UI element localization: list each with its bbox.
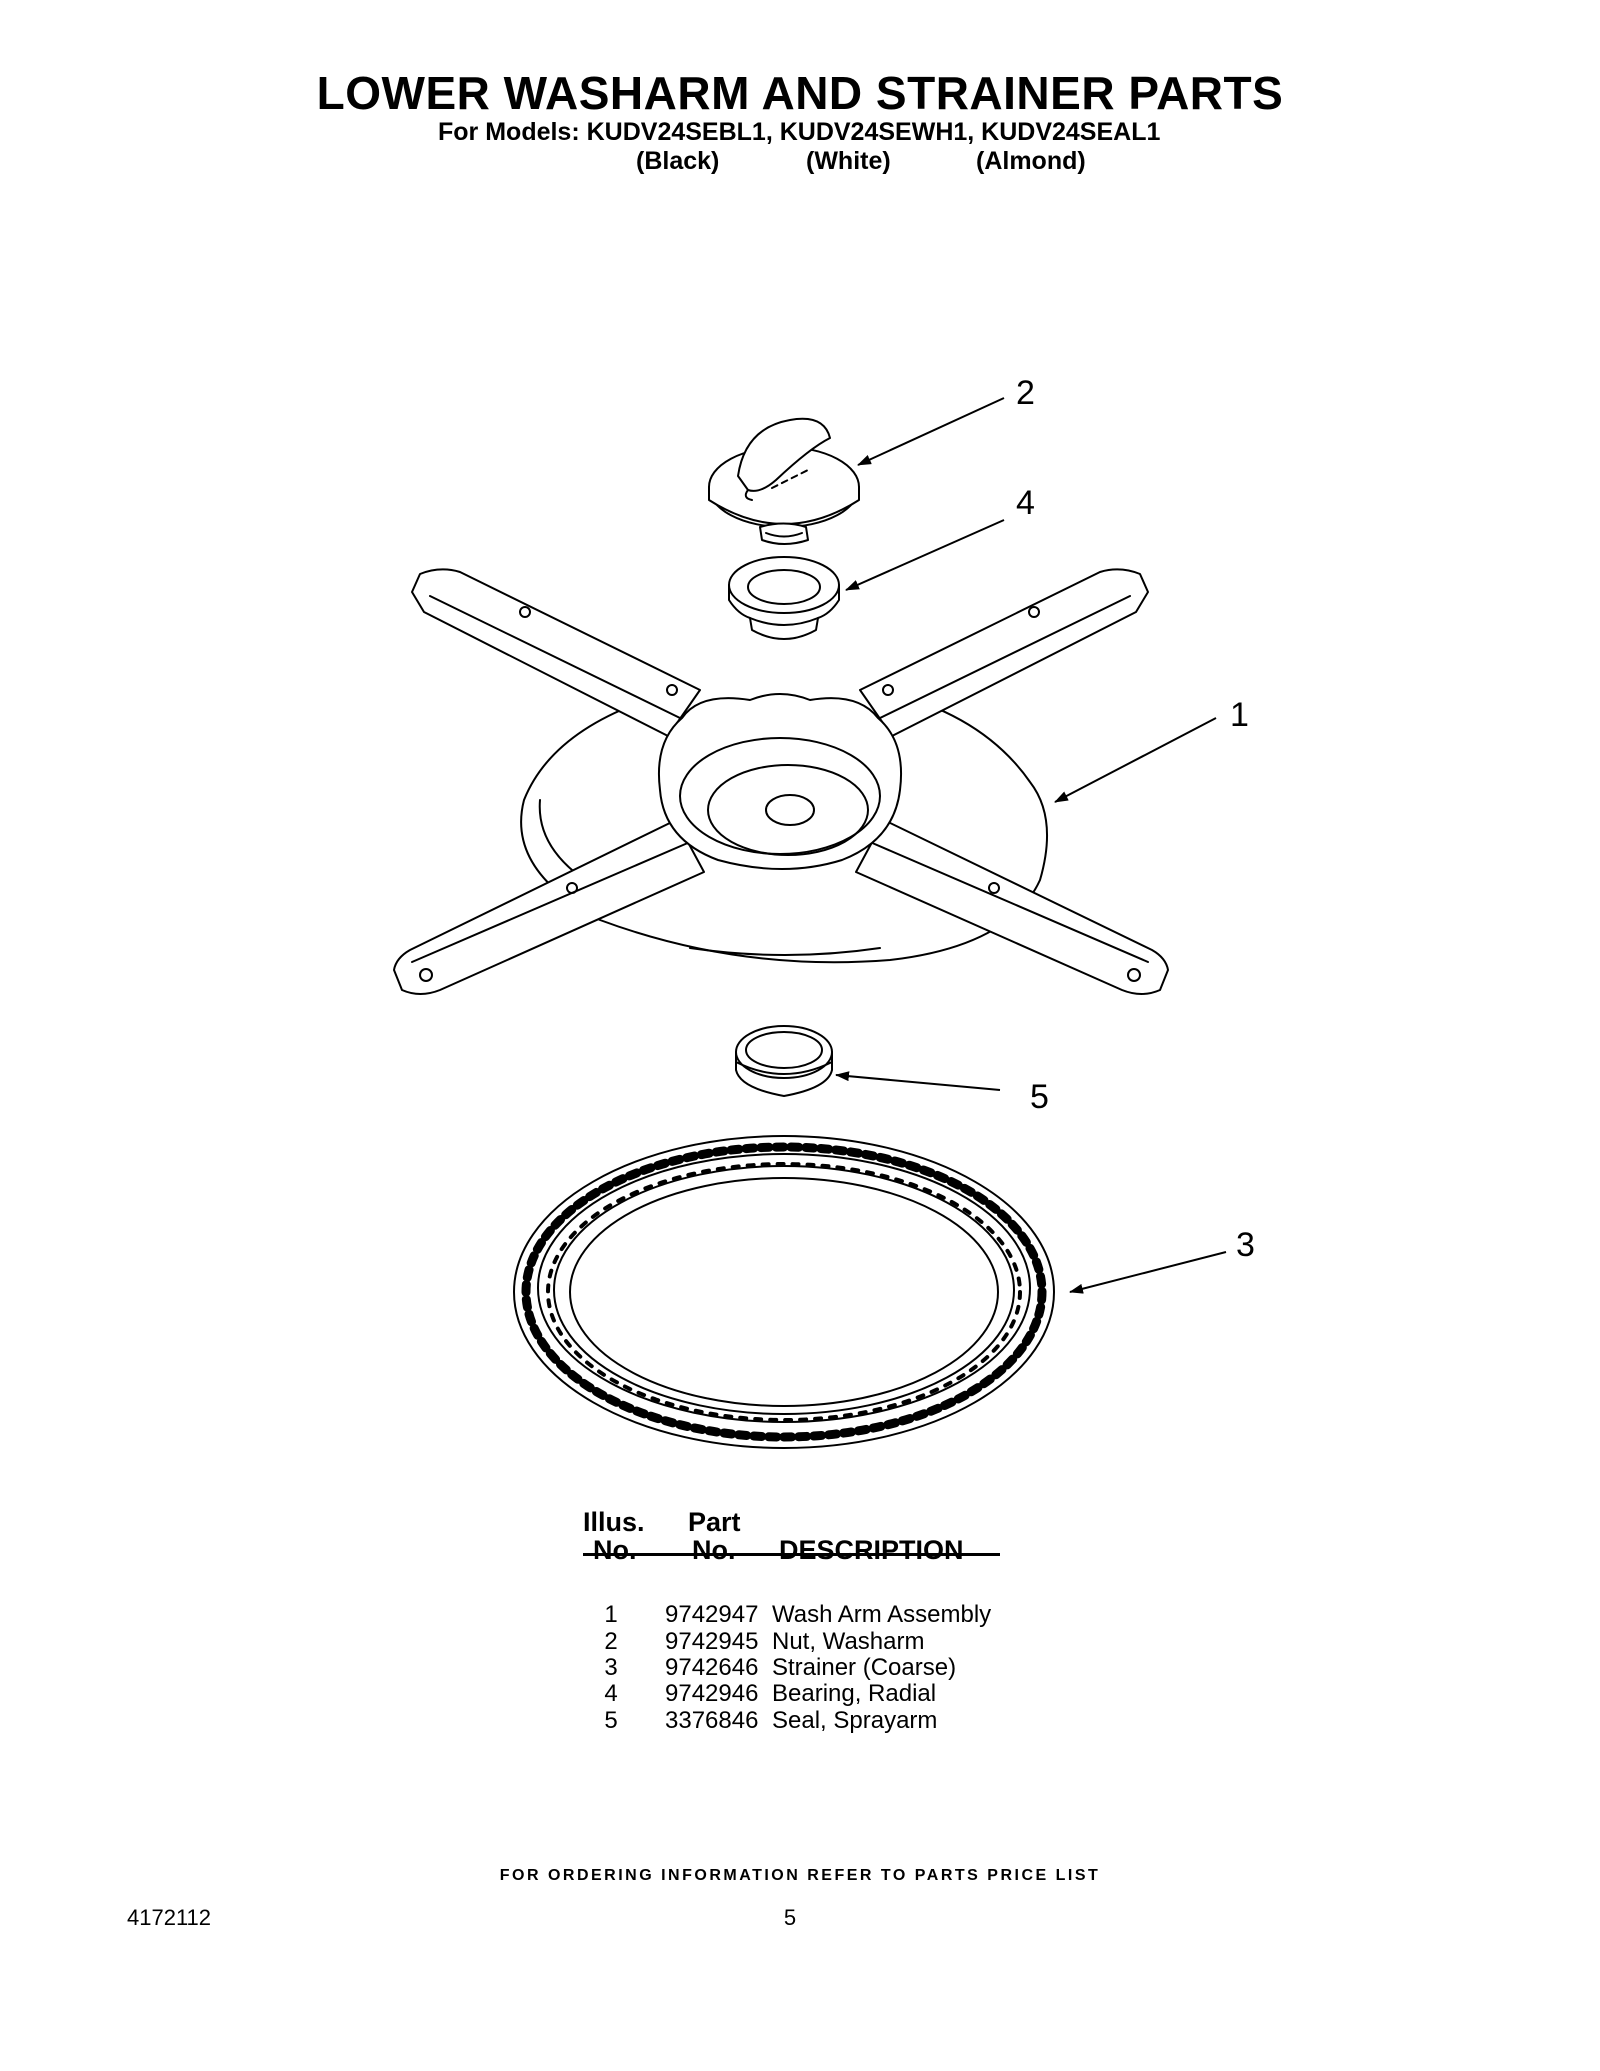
part-number: 9742945 [665,1628,759,1655]
washarm-nut-part [708,417,860,545]
page-number: 5 [783,1905,797,1930]
part-number: 3376846 [665,1707,759,1734]
part-description: Wash Arm Assembly [772,1601,992,1628]
wash-arm-assembly-part [393,568,1169,995]
part-description: Strainer (Coarse) [772,1654,957,1681]
illus-number: 3 [604,1654,618,1681]
part-number: 9742947 [665,1601,759,1628]
color-label-almond: (Almond) [976,147,1086,175]
illus-number: 2 [604,1628,618,1655]
header-part-bottom: No. [692,1535,736,1565]
callout-1: 1 [1230,696,1249,734]
header-part-top: Part [688,1507,741,1537]
illus-number: 5 [604,1707,618,1734]
sprayarm-seal-part [735,1025,833,1097]
radial-bearing-part [728,556,840,640]
document-number: 4172112 [127,1905,212,1930]
coarse-strainer-part [513,1135,1055,1449]
color-label-black: (Black) [636,147,720,175]
illus-number: 1 [604,1601,618,1628]
header-rule [583,1553,1000,1556]
callout-5: 5 [1030,1078,1049,1116]
color-label-white: (White) [806,147,891,175]
part-description: Nut, Washarm [772,1628,925,1655]
illus-number: 4 [604,1680,618,1707]
part-number: 9742946 [665,1680,759,1707]
exploded-parts-diagram [393,397,1227,1449]
header-illus-top: Illus. [583,1507,645,1537]
header-description: DESCRIPTION [779,1535,964,1565]
ordering-note: FOR ORDERING INFORMATION REFER TO PARTS … [499,1867,1101,1884]
models-line: For Models: KUDV24SEBL1, KUDV24SEWH1, KU… [438,118,1161,146]
part-number: 9742646 [665,1654,759,1681]
header-illus-bottom: No. [593,1535,637,1565]
callout-3: 3 [1236,1226,1255,1264]
page-title: LOWER WASHARM AND STRAINER PARTS [316,67,1284,119]
part-description: Seal, Sprayarm [772,1707,938,1734]
callout-4: 4 [1016,484,1035,522]
part-description: Bearing, Radial [772,1680,937,1707]
callout-2: 2 [1016,374,1035,412]
